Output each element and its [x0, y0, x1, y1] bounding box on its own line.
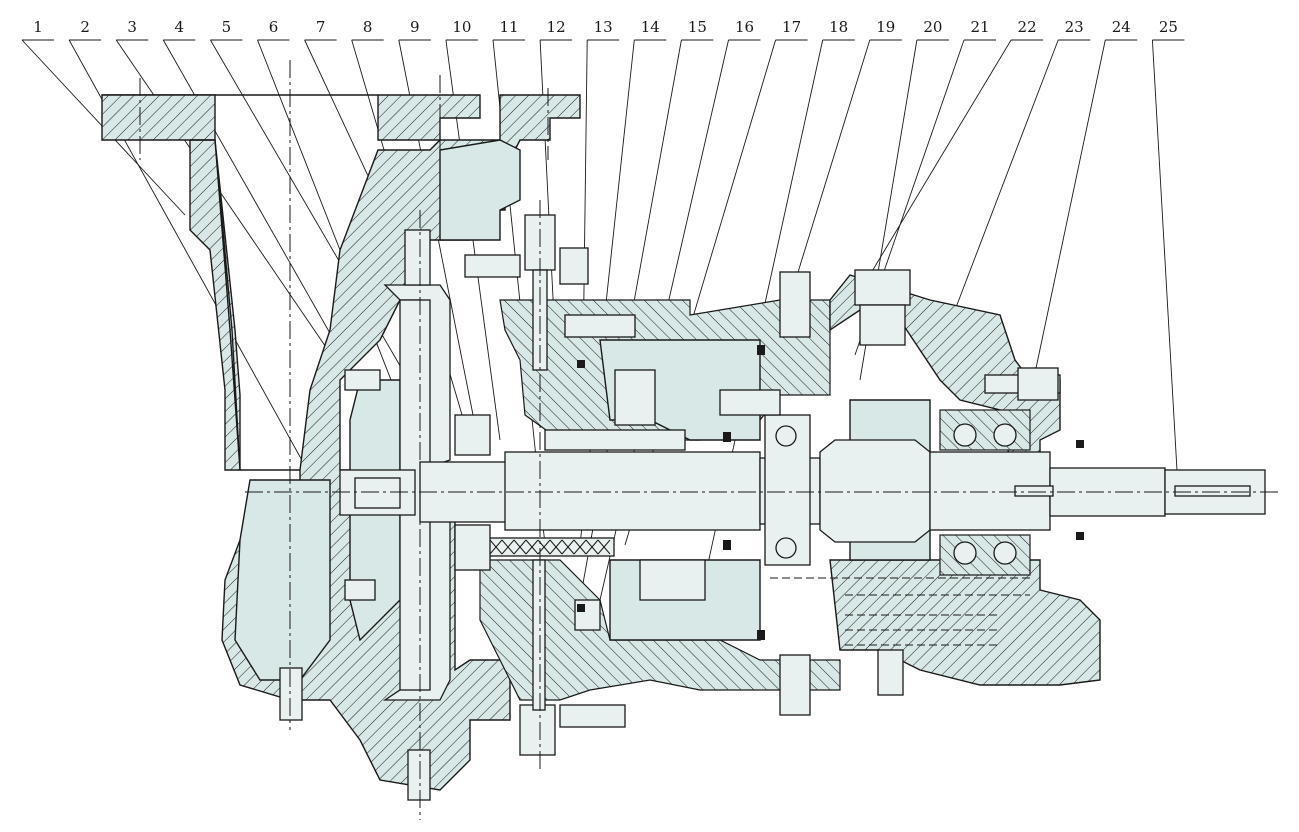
bearings: [764, 409, 1031, 576]
callout-number-11: 11: [499, 18, 518, 36]
callout-number-16: 16: [735, 18, 754, 36]
callout-number-2: 2: [80, 18, 90, 36]
callout-leader-22: [867, 39, 1012, 279]
callout-number-23: 23: [1065, 18, 1084, 36]
callout-number-7: 7: [316, 18, 326, 36]
callout-leader-25: [1151, 39, 1179, 489]
callout-number-14: 14: [641, 18, 660, 36]
callout-number-6: 6: [269, 18, 279, 36]
callout-number-17: 17: [782, 18, 801, 36]
center-lines: [139, 60, 1280, 820]
packing-seal: [483, 429, 686, 557]
callout-number-22: 22: [1018, 18, 1037, 36]
callout-number-25: 25: [1159, 18, 1178, 36]
callout-number-18: 18: [829, 18, 848, 36]
callout-number-21: 21: [970, 18, 989, 36]
bolts: [279, 214, 1061, 756]
callout-number-13: 13: [594, 18, 613, 36]
callout-number-20: 20: [923, 18, 942, 36]
callout-number-10: 10: [452, 18, 471, 36]
callout-number-5: 5: [222, 18, 232, 36]
callout-number-19: 19: [876, 18, 895, 36]
callout-leader-24: [1034, 39, 1106, 374]
o-rings: [577, 345, 1084, 640]
oil-level-lines: [770, 577, 1030, 646]
callout-number-24: 24: [1112, 18, 1131, 36]
callout-number-8: 8: [363, 18, 373, 36]
callout-number-1: 1: [33, 18, 43, 36]
callout-number-3: 3: [127, 18, 137, 36]
callout-number-15: 15: [688, 18, 707, 36]
callout-number-9: 9: [410, 18, 420, 36]
callout-number-4: 4: [175, 18, 185, 36]
callout-number-12: 12: [547, 18, 566, 36]
callout-leader-5: [210, 39, 421, 401]
callout-leader-23: [954, 39, 1059, 311]
